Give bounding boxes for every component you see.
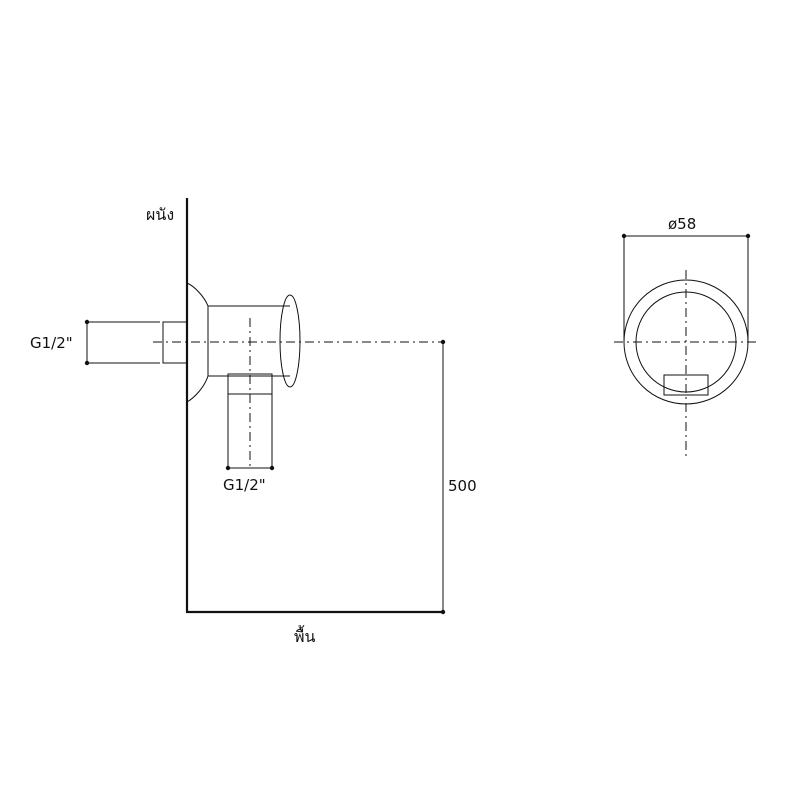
diameter-label: ø58	[668, 215, 696, 233]
outlet-dim-dot-left	[225, 465, 231, 471]
body-front-face	[279, 294, 301, 388]
outlet-thread-label: G1/2"	[223, 476, 266, 494]
diameter-dim-dot-right	[745, 233, 751, 239]
side-view: ผนัง พื้น G1/2" G1/2" 500	[30, 198, 477, 646]
wall-label: ผนัง	[146, 205, 174, 224]
height-dim-dot-top	[440, 339, 446, 345]
inlet-thread-label: G1/2"	[30, 334, 73, 352]
inlet-dim-dot-top	[84, 319, 90, 325]
height-dim-dot-bottom	[440, 609, 446, 615]
inlet-dim-dot-bottom	[84, 360, 90, 366]
front-view: ø58	[614, 215, 758, 460]
outlet-dim-dot-right	[269, 465, 275, 471]
height-label: 500	[448, 477, 477, 495]
diameter-dim-dot-left	[621, 233, 627, 239]
front-outlet-nozzle	[663, 374, 709, 396]
floor-label: พื้น	[294, 625, 316, 646]
